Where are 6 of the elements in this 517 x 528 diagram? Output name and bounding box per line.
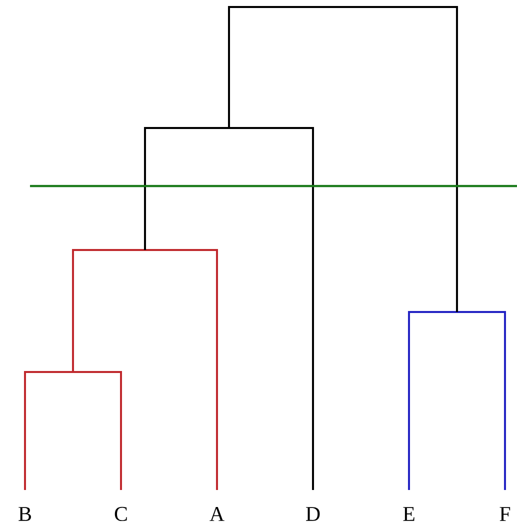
leaf-label: F bbox=[500, 507, 510, 521]
leaf-label: A bbox=[210, 507, 224, 521]
leaf-label: D bbox=[306, 507, 320, 521]
leaf-label: E bbox=[403, 507, 414, 521]
leaf-label: C bbox=[114, 506, 127, 522]
leaf-label: B bbox=[18, 507, 31, 521]
